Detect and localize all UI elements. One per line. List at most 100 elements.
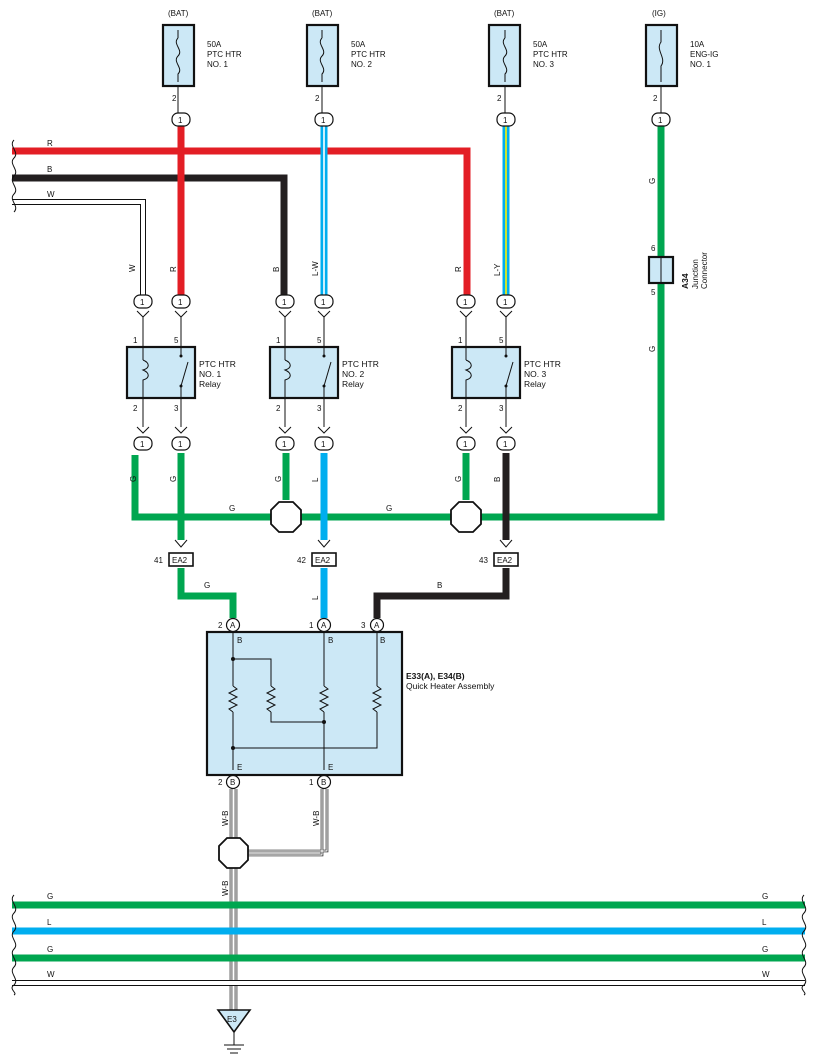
fuse-name: PTC HTR — [351, 50, 386, 59]
relay-coil-icon — [141, 359, 149, 384]
fuse-symbol-icon — [658, 30, 664, 82]
svg-text:G: G — [762, 945, 768, 954]
svg-text:W: W — [47, 970, 55, 979]
svg-text:2: 2 — [276, 404, 281, 413]
ground-point-e3: E3 — [216, 1009, 252, 1054]
svg-text:A: A — [374, 621, 380, 630]
svg-text:E: E — [328, 763, 333, 772]
heater-connector-codes: E33(A), E34(B) — [406, 671, 465, 681]
svg-text:1: 1 — [321, 440, 326, 449]
wire-label: G — [386, 504, 392, 513]
relay-ptc-htr-2: 1 5 2 3 PTC HTR NO. 2 Relay — [268, 336, 379, 413]
junction-connector-a34: 6 5 A34 Junction Connector — [647, 244, 709, 297]
svg-text:B: B — [328, 636, 333, 645]
svg-text:EA2: EA2 — [172, 556, 188, 565]
fuse-ptc-htr-1: (BAT) 50A PTC HTR NO. 1 2 — [161, 9, 242, 103]
fuse-rating: 10A — [690, 40, 705, 49]
fuse-symbol-icon — [175, 30, 181, 82]
svg-text:41: 41 — [154, 556, 163, 565]
connector-number: 1 — [178, 116, 183, 125]
fuse-rating: 50A — [351, 40, 366, 49]
wire-label: B — [437, 581, 442, 590]
svg-text:5: 5 — [317, 336, 322, 345]
wire-label: L-W — [311, 261, 320, 276]
connector-number: 1 — [503, 116, 508, 125]
relay-coil-icon — [283, 359, 291, 384]
svg-text:W-B: W-B — [221, 881, 230, 896]
relay-top-connectors: 1 1 1 1 1 1 — [133, 294, 516, 347]
svg-text:1: 1 — [282, 298, 287, 307]
svg-text:Connector: Connector — [700, 252, 709, 289]
svg-text:1: 1 — [503, 440, 508, 449]
svg-text:1: 1 — [309, 621, 314, 630]
wire-label: L — [311, 595, 320, 600]
wire-label: B — [272, 267, 281, 272]
bus-label-w: W — [47, 190, 55, 199]
svg-text:5: 5 — [499, 336, 504, 345]
svg-text:1: 1 — [140, 298, 145, 307]
svg-text:Relay: Relay — [524, 379, 546, 389]
connector-chevron-icon: 1 1 1 1 1 1 — [133, 294, 516, 318]
fuse-supply-label: (BAT) — [312, 9, 333, 18]
relay-top-wire-labels: W R B L-W R L-Y G G — [128, 178, 657, 352]
wire-label: G — [204, 581, 210, 590]
relay-coil-icon — [464, 359, 472, 384]
wire-label: G — [169, 476, 178, 482]
svg-text:42: 42 — [297, 556, 306, 565]
svg-text:A: A — [230, 621, 236, 630]
heater-element-icon — [227, 632, 383, 770]
relay-output-wires: G G G L G B G G — [129, 453, 510, 540]
svg-text:PTC HTR: PTC HTR — [342, 359, 379, 369]
fuse-pin: 2 — [315, 94, 320, 103]
fuse-supply-label: (BAT) — [494, 9, 515, 18]
wire-label: G — [129, 476, 138, 482]
relay-bottom-connectors: 1 1 1 1 1 1 — [133, 398, 516, 451]
svg-text:G: G — [762, 892, 768, 901]
wire-label: G — [274, 476, 283, 482]
wire-label: G — [648, 346, 657, 352]
bus-left-wires: R B W — [12, 139, 471, 296]
svg-text:B: B — [237, 636, 242, 645]
wire-label: B — [493, 477, 502, 482]
svg-text:5: 5 — [651, 288, 656, 297]
bus-bottom-wires: G G L L G G W W — [12, 892, 805, 986]
fuse-pin: 2 — [497, 94, 502, 103]
svg-text:W-B: W-B — [312, 811, 321, 826]
wire-ea2-41-to-heater — [177, 568, 237, 618]
svg-text:5: 5 — [174, 336, 179, 345]
svg-text:G: G — [47, 945, 53, 954]
fuse-pin: 2 — [653, 94, 658, 103]
wire-label: G — [648, 178, 657, 184]
fuse-name: ENG-IG — [690, 50, 718, 59]
svg-text:1: 1 — [140, 440, 145, 449]
svg-text:1: 1 — [321, 298, 326, 307]
ground-wires: W-B W-B W-B — [218, 789, 329, 1010]
svg-text:NO. 3: NO. 3 — [524, 369, 546, 379]
svg-text:1: 1 — [309, 778, 314, 787]
quick-heater-assembly: A 2 A 1 A 3 B B B E E B 2 B 1 E33(A), E3… — [205, 617, 495, 790]
svg-text:A34: A34 — [680, 273, 690, 289]
wire-label: G — [229, 504, 235, 513]
svg-text:1: 1 — [463, 298, 468, 307]
wire-label: W — [128, 264, 137, 272]
svg-text:B: B — [380, 636, 385, 645]
fuse-rating: 50A — [533, 40, 548, 49]
relay-ptc-htr-3: 1 5 2 3 PTC HTR NO. 3 Relay — [450, 336, 561, 413]
fuse-symbol-icon — [502, 30, 508, 82]
svg-text:3: 3 — [317, 404, 322, 413]
svg-text:3: 3 — [361, 621, 366, 630]
connector-number: 1 — [658, 116, 663, 125]
svg-text:W: W — [762, 970, 770, 979]
heater-feed-wires: G L B — [177, 568, 510, 618]
wire-label: L-Y — [493, 263, 502, 276]
svg-text:B: B — [321, 778, 326, 787]
fuse-output-wires — [131, 125, 665, 521]
svg-text:Relay: Relay — [342, 379, 364, 389]
fuse-name: PTC HTR — [533, 50, 568, 59]
fuse-supply-label: (BAT) — [168, 9, 189, 18]
fuse-eng-ig-1: (IG) 10A ENG-IG NO. 1 2 — [644, 9, 718, 103]
wire-red-bus — [12, 147, 471, 296]
wire-ground-link — [131, 284, 665, 521]
ea2-connectors: EA2 41 EA2 42 EA2 43 — [154, 539, 519, 567]
wire-label: G — [454, 476, 463, 482]
